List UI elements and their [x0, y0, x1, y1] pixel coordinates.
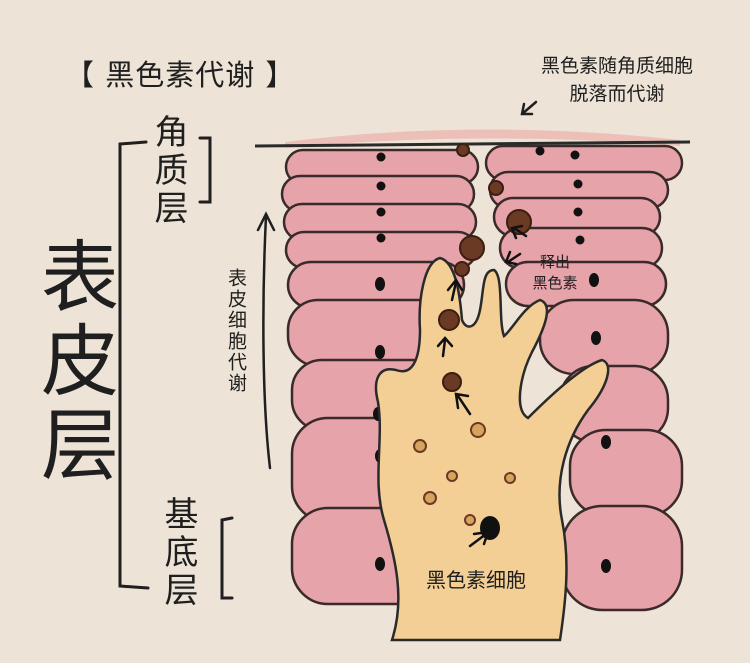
- diagram-title: 【 黑色素代谢 】: [65, 58, 296, 92]
- label-stratum-corneum: 角质层: [148, 114, 188, 228]
- label-epidermis: 表皮层: [28, 236, 118, 488]
- arrow-up-icon: [256, 211, 276, 470]
- melanin-granules-inner: [413, 422, 516, 526]
- arrow-down-icon: [520, 100, 538, 116]
- bracket-icon: [118, 136, 234, 600]
- skin-surface: [254, 129, 691, 148]
- melanocyte-cell: [374, 256, 610, 642]
- label-melanocyte: 黑色素细胞: [426, 568, 526, 592]
- surface-note-line2: 脱落而代谢: [569, 83, 665, 105]
- arrow-icon: [436, 224, 528, 548]
- label-basal-layer: 基底层: [158, 496, 198, 610]
- label-release-line2: 黑色素: [532, 274, 578, 292]
- label-release-melanin: 释出 黑色素: [520, 252, 590, 294]
- epidermal-cells-right: [484, 144, 684, 612]
- label-release-line1: 释出: [539, 253, 570, 271]
- label-cell-metabolism: 表皮细胞代谢: [225, 268, 247, 394]
- surface-note-line1: 黑色素随角质细胞: [540, 55, 693, 77]
- surface-note: 黑色素随角质细胞 脱落而代谢: [522, 52, 712, 108]
